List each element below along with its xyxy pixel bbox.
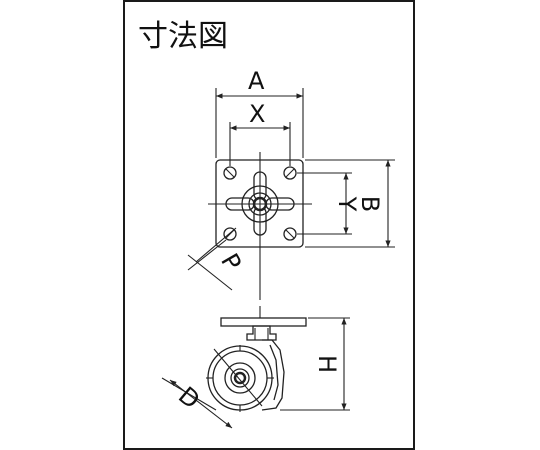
swivel-housing xyxy=(246,325,277,341)
top-view xyxy=(208,152,312,258)
wheel-hub-outer xyxy=(224,362,256,394)
dimension-a: A xyxy=(215,67,304,158)
dimension-x: X xyxy=(229,100,291,166)
label-p: P xyxy=(215,249,246,276)
fork xyxy=(261,339,285,411)
drawing-title: 寸法図 xyxy=(138,19,228,54)
label-x: X xyxy=(249,100,265,128)
label-h: H xyxy=(313,355,341,373)
drawing-frame xyxy=(123,0,415,450)
wheel-hub xyxy=(230,368,250,388)
dimension-y: Y xyxy=(297,172,361,235)
dimension-p: P xyxy=(187,227,247,291)
dimension-b: B xyxy=(305,159,395,248)
label-a: A xyxy=(248,67,265,95)
side-plate xyxy=(220,317,307,327)
corner-holes xyxy=(223,166,297,241)
dimension-d: D xyxy=(161,348,263,429)
axle xyxy=(233,371,247,385)
dimension-h: H xyxy=(280,317,350,411)
label-b: B xyxy=(356,196,384,212)
side-view xyxy=(206,306,307,412)
label-y: Y xyxy=(333,196,361,212)
